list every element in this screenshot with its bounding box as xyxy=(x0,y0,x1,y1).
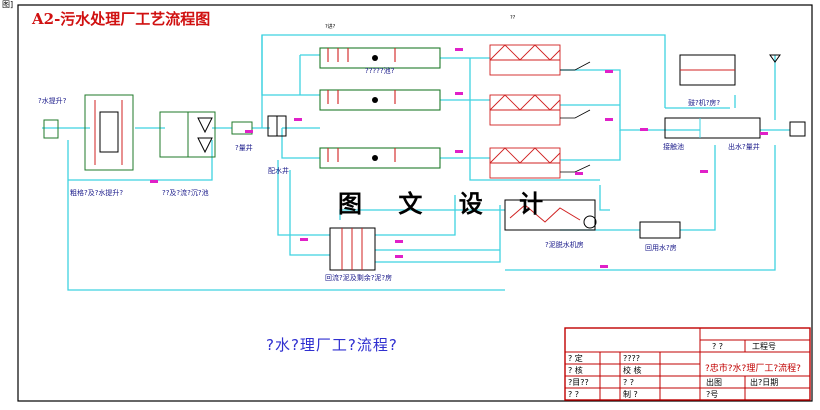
pipe-network xyxy=(42,34,790,291)
label-aeration: ?????池? xyxy=(365,67,395,75)
title-row-1-mid: ???? xyxy=(623,354,640,363)
aeration-tanks xyxy=(319,47,441,169)
wells xyxy=(231,115,287,137)
label-coarse-screen: 粗格?及?水提升? xyxy=(70,189,124,197)
dewatering-house xyxy=(504,199,681,239)
title-row-1-label: ? 定 xyxy=(568,354,583,363)
diagram-title: A2-污水处理厂工艺流程图 xyxy=(32,10,211,28)
title-block-bottom-cell: ?号 xyxy=(706,390,719,399)
title-block-date-label: 出?日期 xyxy=(750,378,779,387)
label-distribution-well: 配水井 xyxy=(268,167,289,175)
title-block-out-label: 出图 xyxy=(706,378,722,387)
label-influent: ?水提升? xyxy=(38,97,67,105)
label-grit-chamber: ??及?流?沉?池 xyxy=(162,189,209,197)
drawing-border xyxy=(17,4,813,402)
footer-title: ?水?理厂工?流程? xyxy=(266,336,398,354)
label-return-pump: 回流?泥及剩余?泥?房 xyxy=(325,274,393,282)
label-outfall: 出水?量井 xyxy=(728,143,760,151)
pipe-tags xyxy=(150,48,768,268)
pipe-label-branch: ?? xyxy=(510,15,516,21)
title-block-grid xyxy=(564,327,811,401)
title-block-top-cell: ? ? xyxy=(712,342,724,351)
influent-structures xyxy=(43,94,216,171)
title-block-project-no: 工程号 xyxy=(752,342,776,351)
title-row-4-label: ? ? xyxy=(568,390,580,399)
return-pump-house xyxy=(329,227,376,271)
settling-tanks xyxy=(489,44,561,179)
corner-mark: 图] xyxy=(2,0,14,9)
sludge-hoppers xyxy=(560,61,591,173)
watermark-text: 图 文 设 计 xyxy=(338,189,558,218)
label-blower-house: 鼓?机?房? xyxy=(688,99,721,107)
label-dewatering: ?泥脱水机房 xyxy=(545,241,584,249)
title-row-3-mid: ? ? xyxy=(623,378,635,387)
title-row-2-label: ? 核 xyxy=(568,366,583,375)
label-contact-tank: 接触池 xyxy=(663,143,684,151)
title-row-4-mid: 制 ? xyxy=(623,390,638,399)
title-row-3-label: ?目?? xyxy=(568,378,589,387)
downstream-structures xyxy=(664,54,806,139)
title-block-drawing-name: ?忠市?水?理厂工?流程? xyxy=(705,364,801,374)
label-measure-well: ?量井 xyxy=(235,144,253,152)
title-row-2-mid: 校 核 xyxy=(623,366,642,375)
pipe-label-main: ?进? xyxy=(325,24,336,30)
label-reuse-pump: 回用水?房 xyxy=(645,244,677,252)
